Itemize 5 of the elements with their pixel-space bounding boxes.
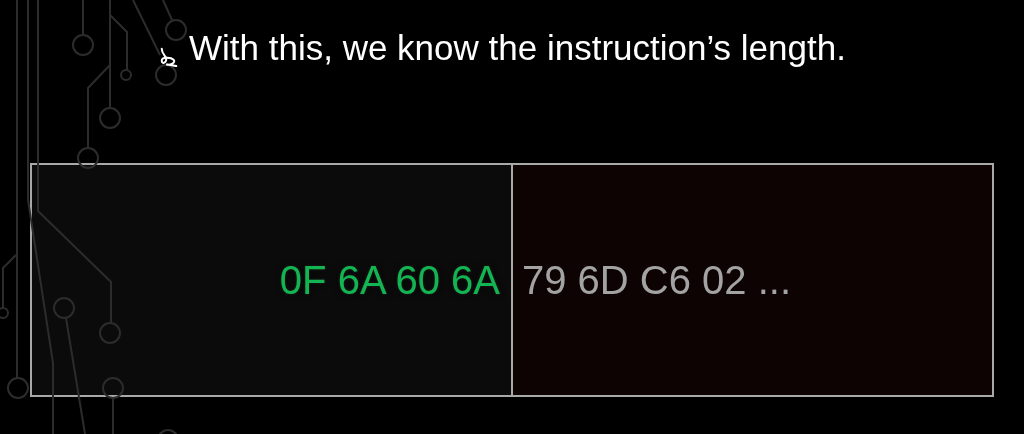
opcode-bytes-text: 0F 6A 60 6A (279, 257, 500, 303)
remaining-bytes-text: 79 6D C6 02 ... (522, 257, 792, 303)
hex-bytes-box (30, 163, 513, 397)
hex-bytes-box (511, 163, 994, 397)
bullet-point-text: With this, we know the instruction’s length. (189, 28, 846, 68)
